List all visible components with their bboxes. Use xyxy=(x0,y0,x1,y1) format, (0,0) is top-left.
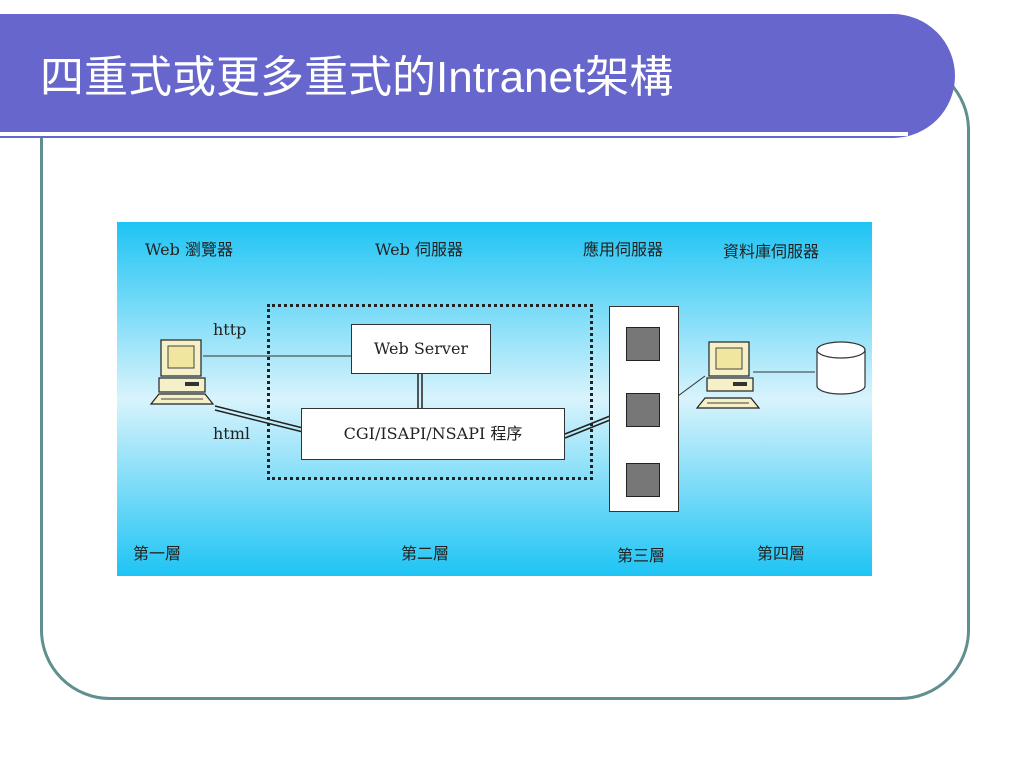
label-tier-1: 第一層 xyxy=(133,544,182,563)
label-tier-4: 第四層 xyxy=(757,544,806,563)
title-part-2: Intranet xyxy=(436,53,586,102)
html-line-b xyxy=(214,409,304,433)
app-server-slot xyxy=(626,327,660,361)
html-line-a xyxy=(214,405,304,429)
title-part-1: 四重式或更多重式的 xyxy=(40,52,436,103)
label-db-server: 資料庫伺服器 xyxy=(723,242,820,261)
label-web-browser: Web 瀏覽器 xyxy=(145,240,233,259)
app-server-slot xyxy=(626,463,660,497)
app-server-slot xyxy=(626,393,660,427)
db-server-computer-icon xyxy=(695,341,761,409)
web-server-box: Web Server xyxy=(351,324,491,374)
title-bar xyxy=(0,14,955,138)
slide-title: 四重式或更多重式的Intranet架構 xyxy=(40,38,673,118)
architecture-diagram: Web 瀏覽器 Web 伺服器 應用伺服器 資料庫伺服器 xyxy=(117,222,872,576)
connection-lines xyxy=(149,339,866,439)
label-http: http xyxy=(213,320,247,339)
label-tier-2: 第二層 xyxy=(401,544,450,563)
client-computer-icon xyxy=(149,339,215,405)
web-tier-boundary xyxy=(267,304,593,480)
label-html: html xyxy=(213,424,251,443)
label-app-server: 應用伺服器 xyxy=(583,240,664,259)
cgi-program-box: CGI/ISAPI/NSAPI 程序 xyxy=(301,408,565,460)
database-cylinder-icon xyxy=(816,341,866,395)
label-web-server: Web 伺服器 xyxy=(375,240,463,259)
label-tier-3: 第三層 xyxy=(617,546,666,565)
app-server-rack xyxy=(609,306,679,512)
title-part-3: 架構 xyxy=(585,52,674,103)
title-underline xyxy=(0,132,908,136)
